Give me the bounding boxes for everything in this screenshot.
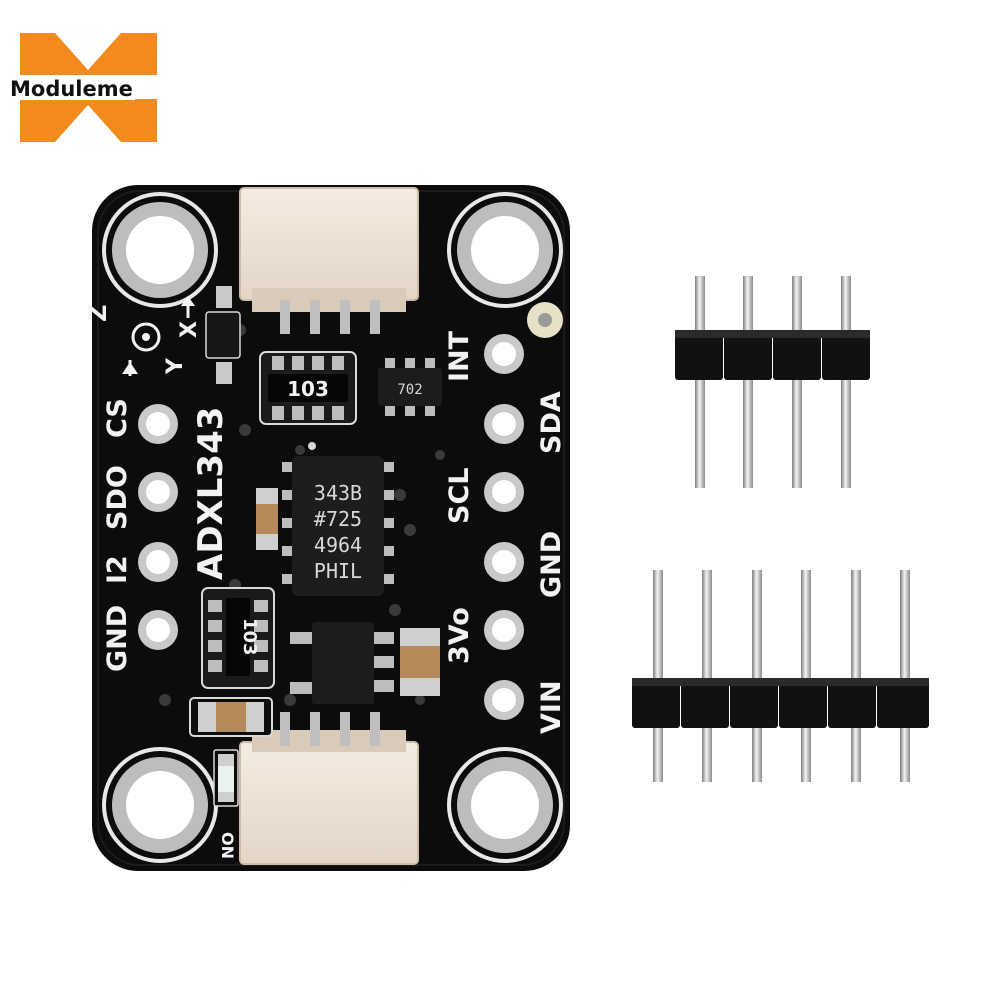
axis-indicator: Z Y X (84, 296, 202, 376)
left-pin-holes (138, 404, 178, 650)
pin-header-4 (675, 276, 870, 488)
mounting-hole-top-right (447, 192, 563, 308)
sot-regulator: 702 (378, 358, 442, 416)
logo-m-mark-icon (20, 33, 157, 142)
pin-label-cs: CS (102, 398, 133, 438)
pin-label-3vo: 3Vo (444, 607, 475, 664)
mounting-hole-bottom-right (447, 747, 563, 863)
chip-line-1: 343B (314, 481, 362, 505)
small-transistor (205, 286, 241, 384)
power-led (213, 749, 239, 807)
resistor-top-marking: 103 (287, 377, 329, 401)
pin-label-gnd-left: GND (102, 605, 133, 672)
logo-brand-text: Moduleme (8, 77, 135, 101)
moduleme-logo: Moduleme (0, 0, 180, 150)
resistor-network-top: 103 (259, 351, 357, 425)
mounting-hole-top-left (102, 192, 218, 308)
chip-line-4: PHIL (314, 559, 362, 583)
adxl343-chip: 343B #725 4964 PHIL (282, 442, 394, 596)
led-on-label: ON (218, 832, 237, 859)
chip-line-2: #725 (314, 507, 362, 531)
capacitor-left (256, 488, 278, 550)
y-axis-arrow-icon (122, 362, 138, 374)
resistor-left-marking: 103 (239, 618, 260, 656)
vias (159, 324, 445, 706)
pin-label-vin: VIN (536, 680, 567, 734)
mounting-hole-bottom-left (102, 747, 218, 863)
capacitor-bottom (189, 697, 273, 737)
sot-marking: 702 (397, 382, 422, 398)
axis-z-label: Z (84, 305, 112, 322)
resistor-network-left: 103 (201, 587, 275, 689)
right-pin-holes (484, 334, 524, 720)
chip-line-3: 4964 (314, 533, 362, 557)
stemma-connector-bottom (239, 712, 419, 865)
pin-label-sda: SDA (536, 391, 567, 454)
capacitor-right (400, 628, 440, 696)
pin-label-i2: I2 (102, 555, 133, 584)
chip-name-label: ADXL343 (191, 407, 231, 580)
pin-header-6 (632, 570, 929, 782)
axis-y-label: Y (163, 357, 188, 375)
pin-label-int: INT (444, 330, 475, 382)
adxl343-board: 103 702 (84, 185, 570, 871)
x-axis-arrow-icon (181, 296, 195, 306)
pin-label-gnd-right: GND (536, 531, 567, 598)
stemma-connector-top (239, 187, 419, 334)
voltage-regulator (290, 622, 394, 704)
axis-x-label: X (177, 321, 202, 338)
pin-label-scl: SCL (444, 468, 475, 524)
pin-label-sdo: SDO (102, 465, 133, 530)
z-axis-circle-icon (131, 322, 161, 352)
